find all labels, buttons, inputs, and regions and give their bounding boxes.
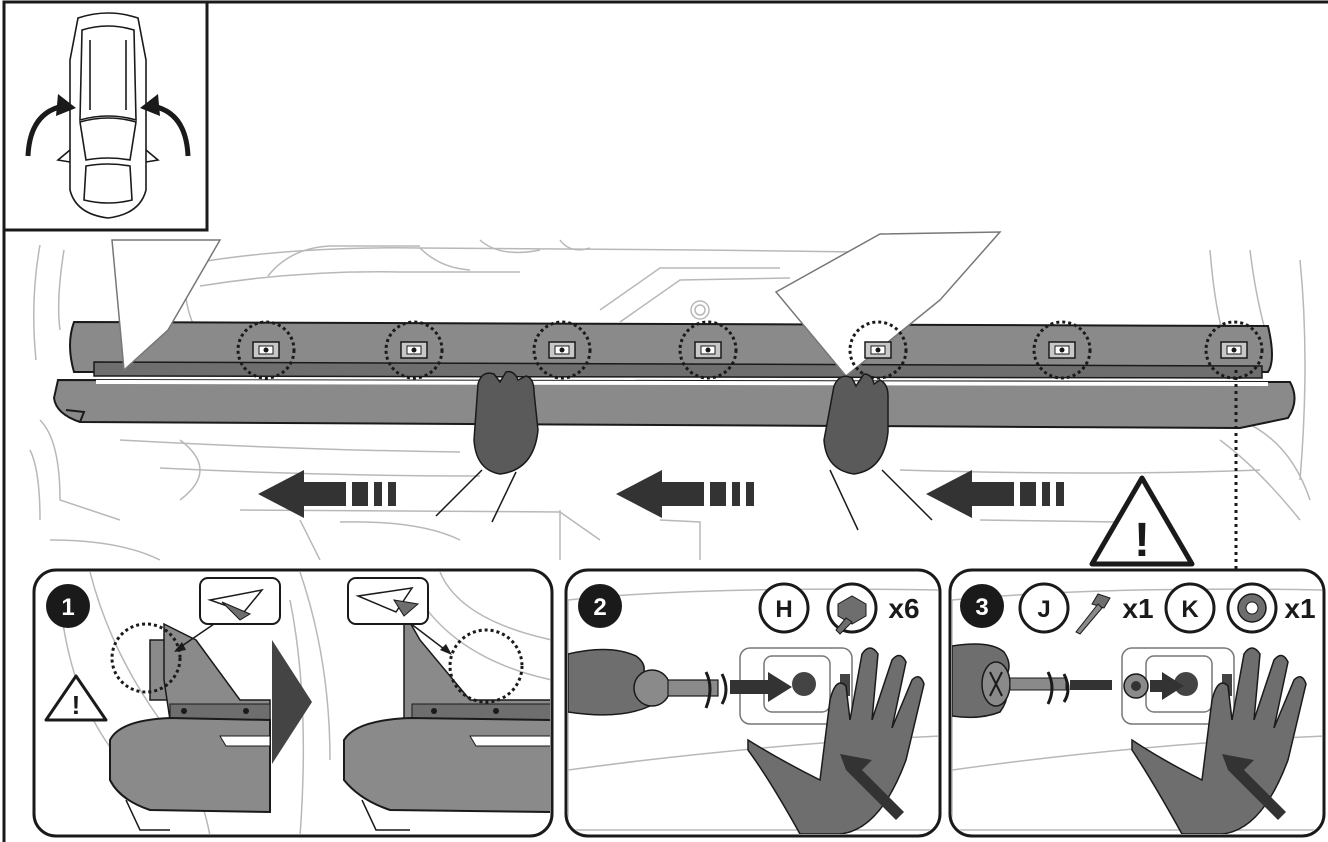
rear-bumper-panel (54, 322, 1295, 428)
part-letter: H (775, 596, 792, 623)
step-1-panel: ! 1 (34, 570, 552, 836)
slide-arrow-right-icon (926, 470, 1064, 518)
svg-text:!: ! (72, 690, 81, 720)
step-number: 2 (593, 594, 606, 621)
part-quantity: x1 (1284, 593, 1315, 624)
slide-arrow-middle-icon (616, 470, 754, 518)
part-letter: J (1037, 596, 1050, 623)
warning-symbol: ! (1134, 514, 1150, 567)
washer-icon (1238, 594, 1266, 622)
car-top-view-inset (4, 2, 207, 230)
step-2-panel: 2 H x6 (566, 570, 940, 836)
peel-tape-icon (200, 578, 280, 624)
step-number: 1 (61, 594, 74, 621)
part-quantity: x1 (1122, 593, 1153, 624)
step-3-panel: 3 J x1 K x1 (950, 570, 1324, 836)
peel-tape-icon (348, 578, 428, 624)
part-letter: K (1181, 596, 1199, 623)
part-quantity: x6 (888, 593, 919, 624)
car-top-view-icon (58, 13, 158, 218)
step-number: 3 (975, 594, 988, 621)
